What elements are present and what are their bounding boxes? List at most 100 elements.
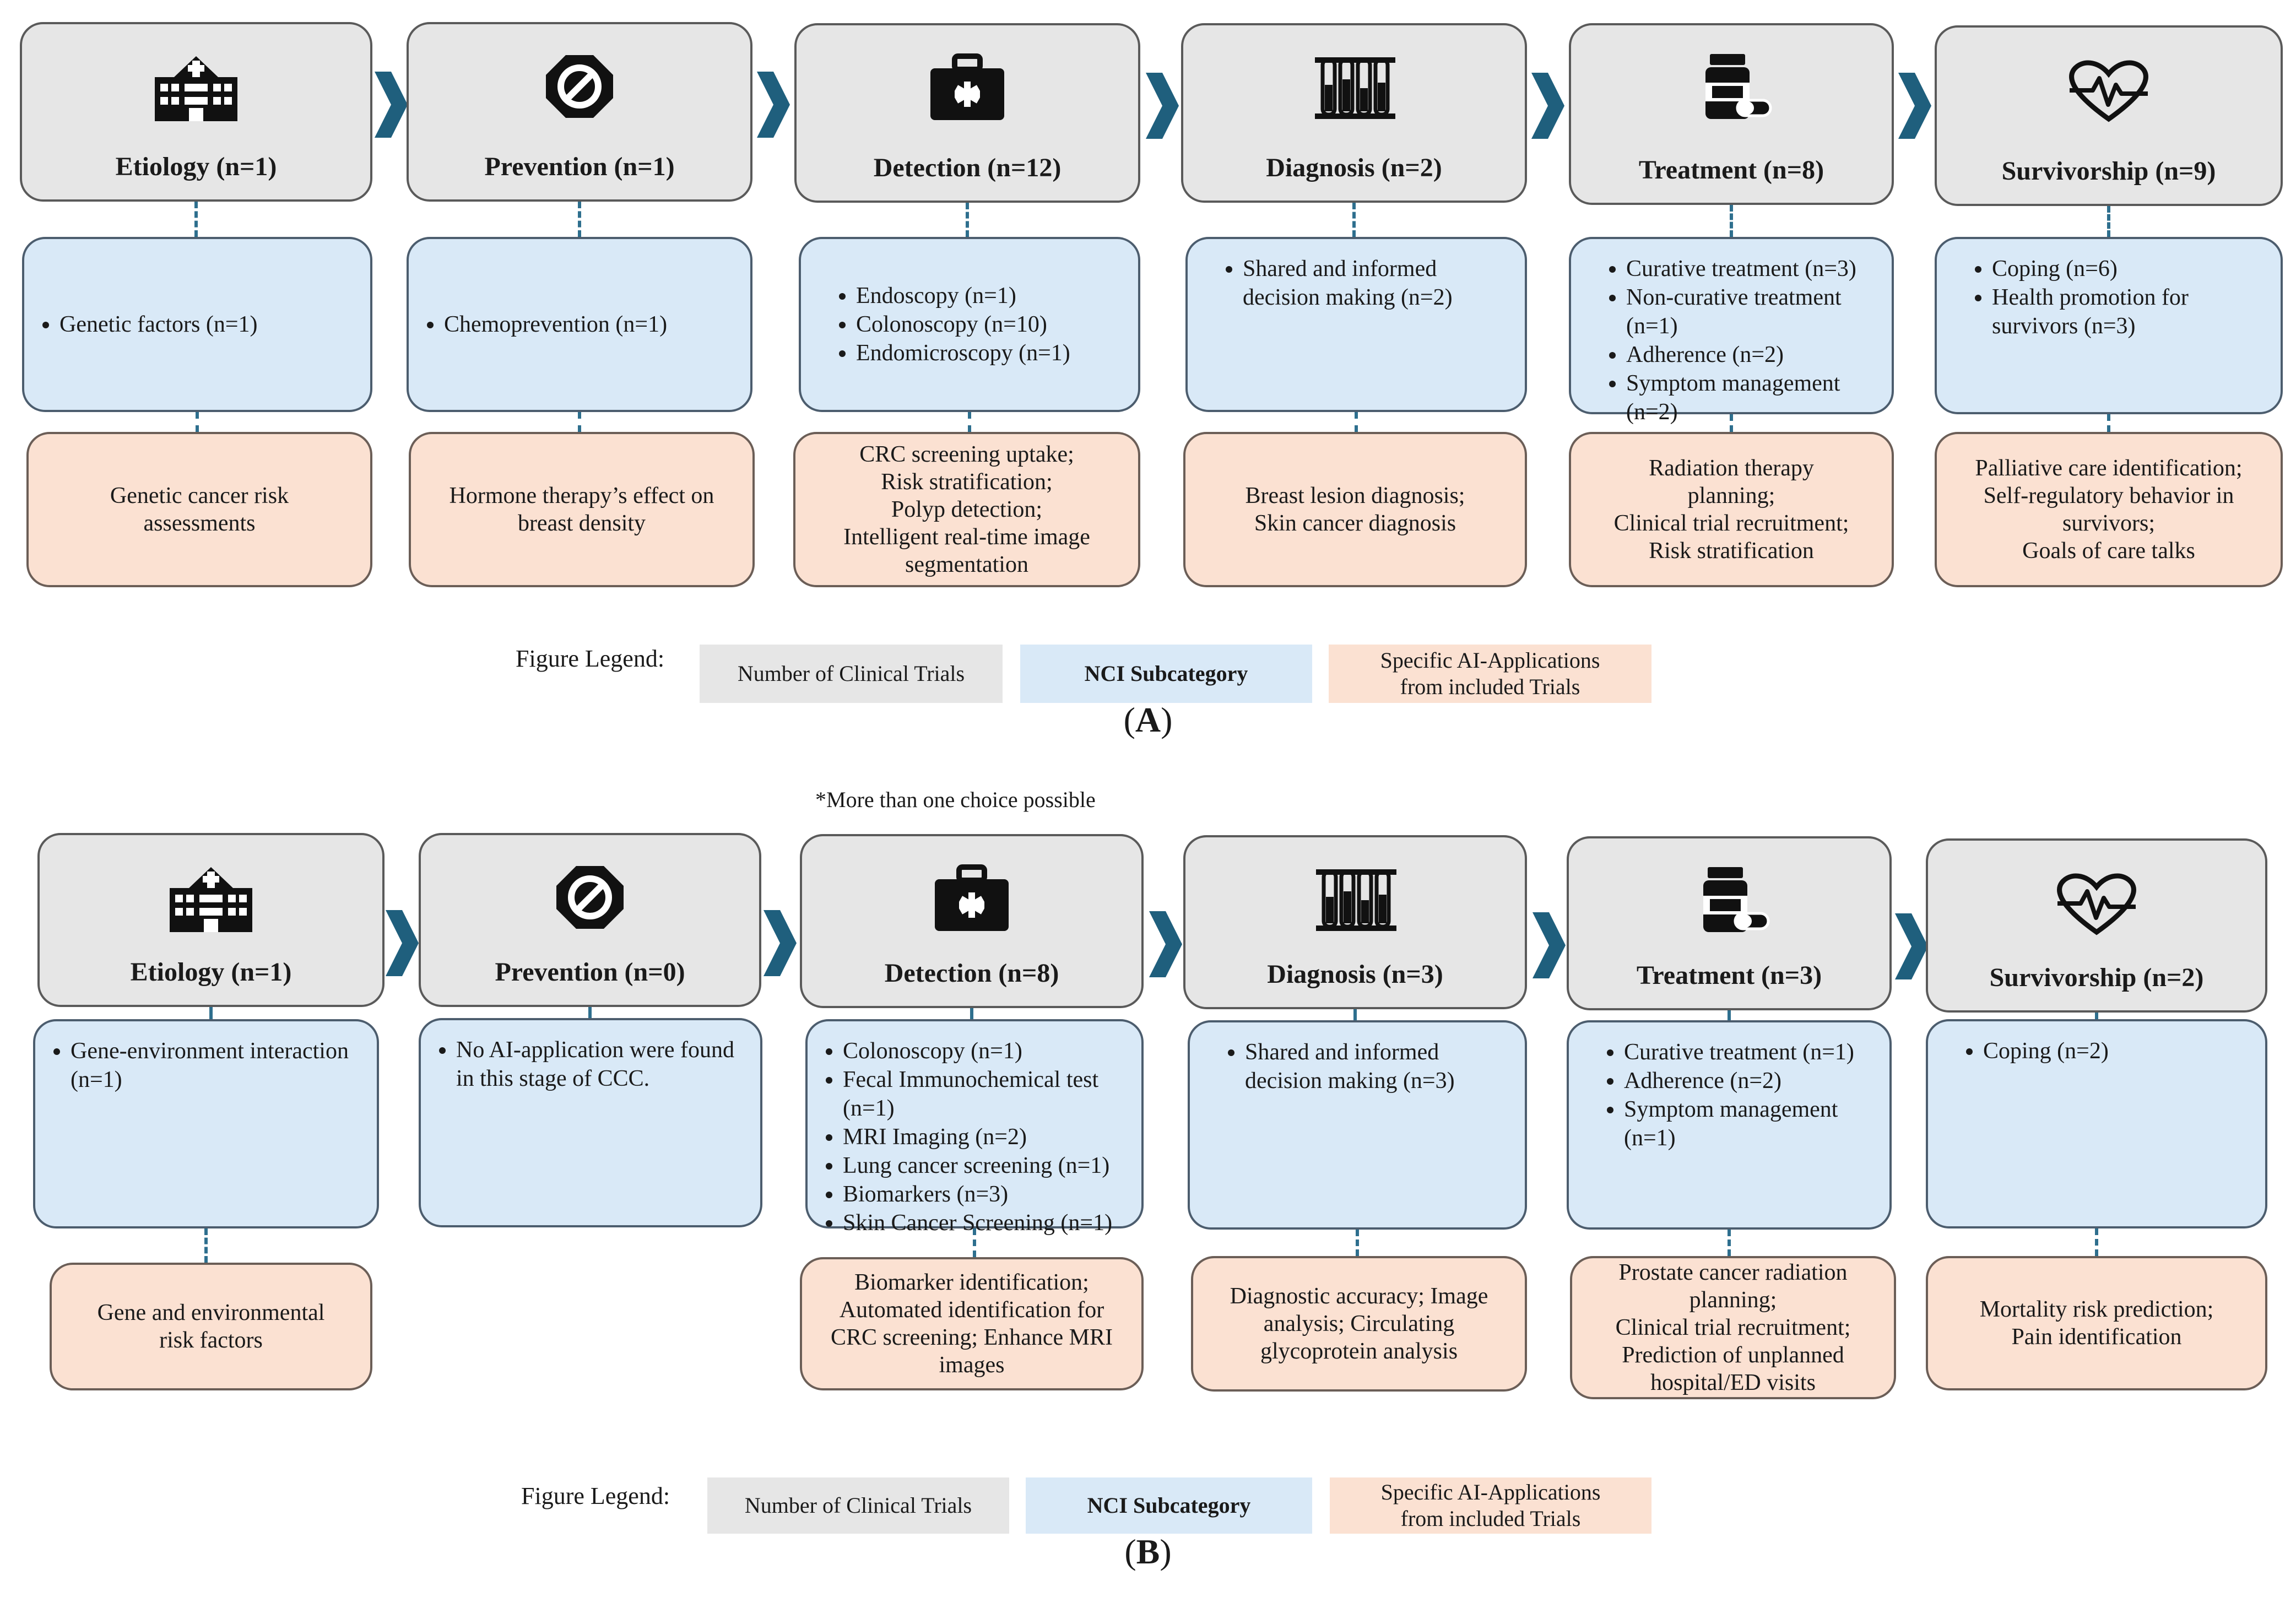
connector-line bbox=[970, 1008, 973, 1019]
nci-subcategory-box: Curative treatment (n=1)Adherence (n=2)S… bbox=[1567, 1020, 1892, 1230]
connector-line bbox=[1356, 1230, 1359, 1256]
connector-line bbox=[194, 202, 198, 237]
stage-title: Prevention (n=1) bbox=[484, 152, 675, 181]
legend-label: Figure Legend: bbox=[516, 645, 665, 672]
connector-line bbox=[1730, 205, 1733, 237]
connector-line bbox=[196, 412, 199, 432]
panel-caption: (A) bbox=[0, 700, 2296, 740]
stage-title: Survivorship (n=2) bbox=[1989, 963, 2204, 992]
subcategory-list-wrapper: Genetic factors (n=1) bbox=[24, 310, 370, 339]
ai-application-line: Self-regulatory behavior in bbox=[1983, 483, 2234, 508]
connector-line bbox=[588, 1007, 592, 1018]
ai-application-line: CRC screening; Enhance MRI bbox=[830, 1325, 1113, 1350]
subcategory-item: Shared and informed decision making (n=3… bbox=[1245, 1038, 1503, 1095]
subcategory-list: Curative treatment (n=1)Adherence (n=2)S… bbox=[1569, 1038, 1889, 1152]
connector-line bbox=[1353, 1009, 1357, 1020]
ai-application-line: breast density bbox=[517, 511, 646, 536]
ai-application-line: Radiation therapy bbox=[1649, 456, 1814, 481]
connector-line bbox=[204, 1228, 208, 1263]
ai-application-line: segmentation bbox=[905, 552, 1028, 577]
test-tubes-icon bbox=[1307, 52, 1401, 123]
stage-title: Etiology (n=1) bbox=[130, 957, 292, 987]
stage-title: Diagnosis (n=3) bbox=[1267, 960, 1443, 989]
connector-line bbox=[1730, 414, 1733, 432]
ai-application-line: planning; bbox=[1687, 483, 1775, 508]
medical-kit-icon bbox=[925, 863, 1019, 934]
subcategory-list-wrapper: Shared and informed decision making (n=3… bbox=[1190, 1038, 1525, 1095]
ai-application-line: glycoprotein analysis bbox=[1260, 1339, 1458, 1364]
ai-application-line: survivors; bbox=[2062, 511, 2155, 536]
legend-ai-line: Specific AI-Applications bbox=[1380, 1480, 1601, 1504]
chevron-right-icon bbox=[1531, 73, 1564, 139]
ai-application-line: images bbox=[939, 1352, 1005, 1378]
stage-title: Etiology (n=1) bbox=[115, 152, 277, 181]
nci-subcategory-box: Curative treatment (n=3)Non-curative tre… bbox=[1569, 237, 1894, 425]
stage-title: Treatment (n=3) bbox=[1636, 961, 1822, 990]
nci-subcategory-box: Endoscopy (n=1)Colonoscopy (n=10)Endomic… bbox=[799, 237, 1140, 412]
subcategory-item: Adherence (n=2) bbox=[1626, 340, 1870, 369]
ai-application-text: Mortality risk prediction;Pain identific… bbox=[1945, 1296, 2249, 1351]
subcategory-item: Fecal Immunochemical test (n=1) bbox=[843, 1065, 1119, 1123]
subcategory-item: Curative treatment (n=1) bbox=[1624, 1038, 1867, 1067]
stage-title: Survivorship (n=9) bbox=[2001, 156, 2216, 186]
ai-application-line: Risk stratification bbox=[1649, 538, 1814, 564]
subcategory-list: Chemoprevention (n=1) bbox=[409, 310, 750, 339]
ai-application-line: hospital/ED visits bbox=[1650, 1370, 1816, 1395]
stage-title: Detection (n=12) bbox=[873, 153, 1062, 182]
subcategory-list-wrapper: Curative treatment (n=1)Adherence (n=2)S… bbox=[1569, 1038, 1889, 1152]
subcategory-list: Endoscopy (n=1)Colonoscopy (n=10)Endomic… bbox=[801, 282, 1138, 367]
nci-subcategory-box: Chemoprevention (n=1) bbox=[407, 237, 752, 412]
subcategory-list-wrapper: Endoscopy (n=1)Colonoscopy (n=10)Endomic… bbox=[801, 282, 1138, 367]
heartbeat-icon bbox=[2050, 867, 2143, 939]
subcategory-list: Shared and informed decision making (n=2… bbox=[1188, 255, 1525, 312]
subcategory-list-wrapper: Coping (n=2) bbox=[1928, 1037, 2265, 1065]
stage-box: Prevention (n=1) bbox=[407, 22, 752, 202]
connector-line bbox=[2095, 1228, 2098, 1256]
caption-paren: ( bbox=[1124, 1532, 1136, 1571]
ai-application-line: Skin cancer diagnosis bbox=[1254, 511, 1456, 536]
subcategory-list: Coping (n=6)Health promotion for survivo… bbox=[1937, 255, 2281, 340]
connector-line bbox=[1728, 1010, 1731, 1020]
subcategory-item: No AI-application were found in this sta… bbox=[456, 1036, 738, 1093]
legend-swatch-trials: Number of Clinical Trials bbox=[700, 645, 1003, 703]
nci-subcategory-box: Shared and informed decision making (n=3… bbox=[1188, 1020, 1527, 1230]
connector-line bbox=[2095, 1013, 2098, 1019]
stage-box: Detection (n=12) bbox=[794, 23, 1140, 203]
nci-subcategory-box: Genetic factors (n=1) bbox=[22, 237, 372, 412]
stage-box: Prevention (n=0) bbox=[419, 833, 761, 1007]
ai-application-line: Diagnostic accuracy; Image bbox=[1230, 1284, 1488, 1309]
stage-box: Survivorship (n=2) bbox=[1926, 838, 2267, 1013]
connector-line bbox=[2107, 414, 2110, 432]
ai-application-line: Goals of care talks bbox=[2022, 538, 2195, 564]
subcategory-list: Curative treatment (n=3)Non-curative tre… bbox=[1571, 255, 1892, 426]
legend-swatch-nci: NCI Subcategory bbox=[1026, 1477, 1312, 1534]
subcategory-item: Endoscopy (n=1) bbox=[856, 282, 1116, 310]
legend-ai-line: from included Trials bbox=[1400, 674, 1580, 699]
stage-box: Treatment (n=8) bbox=[1569, 23, 1894, 205]
no-entry-icon bbox=[543, 862, 637, 933]
connector-line bbox=[968, 412, 971, 432]
ai-application-box: Palliative care identification;Self-regu… bbox=[1935, 432, 2283, 587]
connector-line bbox=[1355, 412, 1358, 432]
subcategory-item: Chemoprevention (n=1) bbox=[444, 310, 728, 339]
connector-line bbox=[973, 1228, 976, 1257]
connector-line bbox=[1352, 203, 1356, 237]
stage-title: Detection (n=8) bbox=[884, 959, 1059, 988]
chevron-right-icon bbox=[757, 72, 790, 138]
ai-application-line: Risk stratification; bbox=[881, 469, 1053, 495]
subcategory-item: Curative treatment (n=3) bbox=[1626, 255, 1870, 283]
subcategory-list: Coping (n=2) bbox=[1928, 1037, 2265, 1065]
panel-b: Etiology (n=1)Gene-environment interacti… bbox=[0, 782, 2296, 1613]
subcategory-item: Colonoscopy (n=1) bbox=[843, 1037, 1119, 1065]
subcategory-list: No AI-application were found in this sta… bbox=[421, 1036, 760, 1093]
ai-application-box: Breast lesion diagnosis;Skin cancer diag… bbox=[1183, 432, 1527, 587]
ai-application-line: CRC screening uptake; bbox=[859, 442, 1074, 467]
